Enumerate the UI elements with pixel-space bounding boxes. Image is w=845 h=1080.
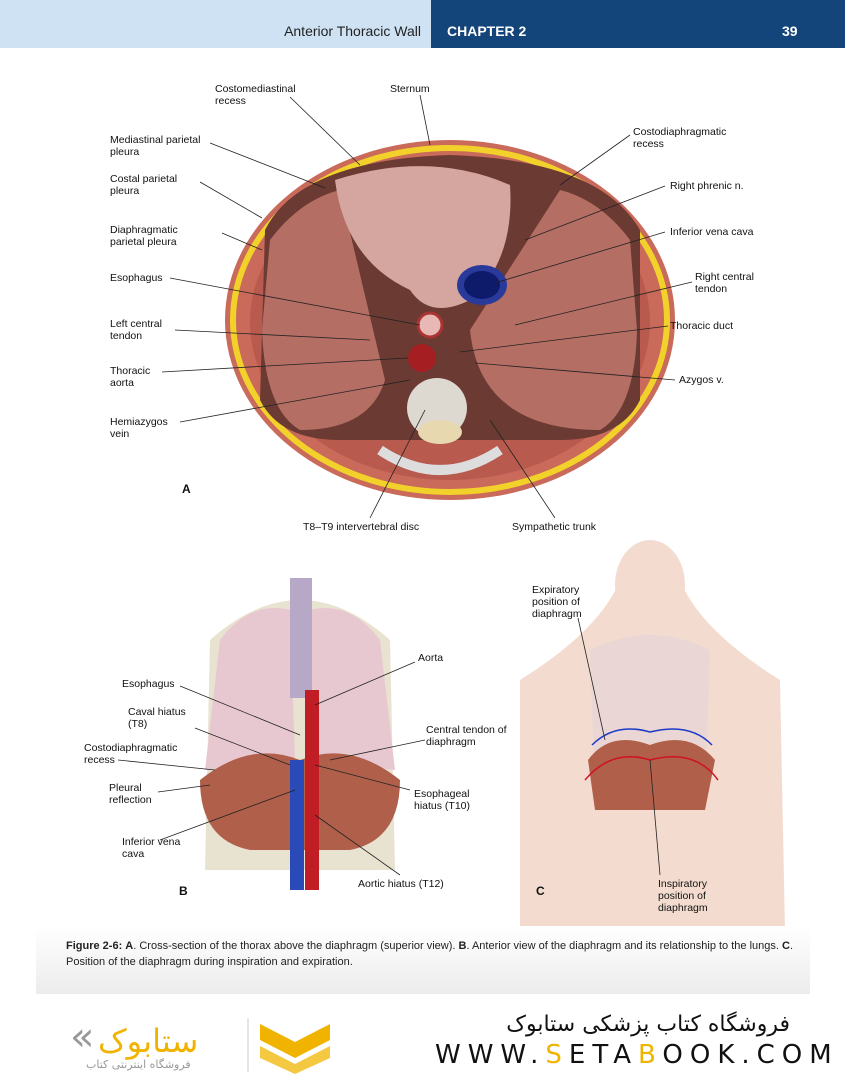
- caption-b-text: . Anterior view of the diaphragm and its…: [466, 940, 782, 952]
- label-thoracic-aorta: Thoracic aorta: [110, 365, 151, 389]
- caption-a-label: A: [125, 940, 134, 952]
- header-right-band: [431, 0, 845, 48]
- label-aortic-hiatus: Aortic hiatus (T12): [358, 878, 444, 890]
- figure-c-leader-lines: [577, 617, 661, 876]
- figure-c-body-diaphragm: [520, 540, 785, 930]
- panel-label-a: A: [182, 482, 191, 496]
- caption-figure-id: Figure 2-6:: [66, 940, 123, 952]
- caption-c-text: . Position of the diaphragm during inspi…: [66, 940, 793, 968]
- panel-label-b: B: [179, 884, 188, 898]
- panel-label-c: C: [536, 884, 545, 898]
- caption-b-label: B: [458, 940, 467, 952]
- figure-b-leader-lines: [117, 661, 426, 876]
- label-right-phrenic-n: Right phrenic n.: [670, 180, 744, 192]
- label-inferior-vena-cava-b: Inferior vena cava: [122, 836, 181, 860]
- figure-b-anterior-diaphragm: [200, 578, 400, 890]
- label-right-central-tendon: Right central tendon: [695, 271, 754, 295]
- svg-text:ستابوک: ستابوک: [98, 1022, 198, 1060]
- label-thoracic-duct: Thoracic duct: [670, 320, 734, 332]
- label-costodiaphragmatic-recess-b: Costodiaphragmatic recess: [84, 742, 178, 766]
- label-sympathetic-trunk: Sympathetic trunk: [512, 521, 597, 533]
- label-costodiaphragmatic-recess-a: Costodiaphragmatic recess: [633, 126, 727, 150]
- store-url[interactable]: WWW.SETABOOK.COM: [435, 1040, 839, 1070]
- caption-c-label: C: [781, 940, 790, 952]
- label-left-central-tendon: Left central tendon: [110, 318, 162, 342]
- label-sternum: Sternum: [390, 83, 430, 95]
- caption-background: [36, 926, 810, 994]
- header-left-band: [0, 0, 431, 48]
- store-name: فروشگاه کتاب پزشکی ستابوک: [506, 1012, 790, 1037]
- label-inferior-vena-cava-a: Inferior vena cava: [670, 226, 754, 238]
- label-azygos-v: Azygos v.: [679, 374, 724, 386]
- label-caval-hiatus: Caval hiatus (T8): [128, 706, 186, 730]
- svg-text:«: «: [70, 1014, 94, 1060]
- page-number: 39: [782, 23, 798, 39]
- url-eta: ETA: [568, 1040, 638, 1070]
- url-prefix: WWW.: [435, 1040, 546, 1070]
- label-costomediastinal-recess: Costomediastinal recess: [215, 83, 296, 107]
- figure-a-cross-section: [225, 140, 675, 500]
- label-mediastinal-parietal-pleura: Mediastinal parietal pleura: [110, 134, 201, 158]
- label-pleural-reflection: Pleural reflection: [109, 782, 152, 806]
- label-t8-t9-disc: T8–T9 intervertebral disc: [303, 521, 420, 533]
- label-hemiazygos-vein: Hemiazygos vein: [110, 416, 168, 440]
- label-diaphragmatic-parietal-pleura: Diaphragmatic parietal pleura: [110, 224, 178, 248]
- label-aorta: Aorta: [418, 652, 444, 664]
- section-title: Anterior Thoracic Wall: [284, 23, 421, 39]
- label-esophagus-a: Esophagus: [110, 272, 163, 284]
- label-esophagus-b: Esophagus: [122, 678, 175, 690]
- url-b: B: [638, 1040, 663, 1070]
- figure-a-leader-lines: [161, 94, 693, 519]
- logo-subtitle: فروشگاه اینترنتی کتاب: [86, 1058, 191, 1071]
- url-s: S: [545, 1040, 569, 1070]
- figure-caption: Figure 2-6: A. Cross-section of the thor…: [66, 938, 806, 970]
- label-esophageal-hiatus: Esophageal hiatus (T10): [414, 788, 471, 812]
- setabook-logo: « ستابوک: [70, 1014, 330, 1074]
- label-expiratory-position: Expiratory position of diaphragm: [532, 584, 582, 620]
- url-suffix: OOK.COM: [662, 1040, 839, 1070]
- chapter-label: CHAPTER 2: [447, 23, 527, 39]
- label-costal-parietal-pleura: Costal parietal pleura: [110, 173, 178, 197]
- label-central-tendon: Central tendon of diaphragm: [426, 724, 507, 748]
- label-inspiratory-position: Inspiratory position of diaphragm: [658, 878, 708, 914]
- caption-a-text: . Cross-section of the thorax above the …: [133, 940, 459, 952]
